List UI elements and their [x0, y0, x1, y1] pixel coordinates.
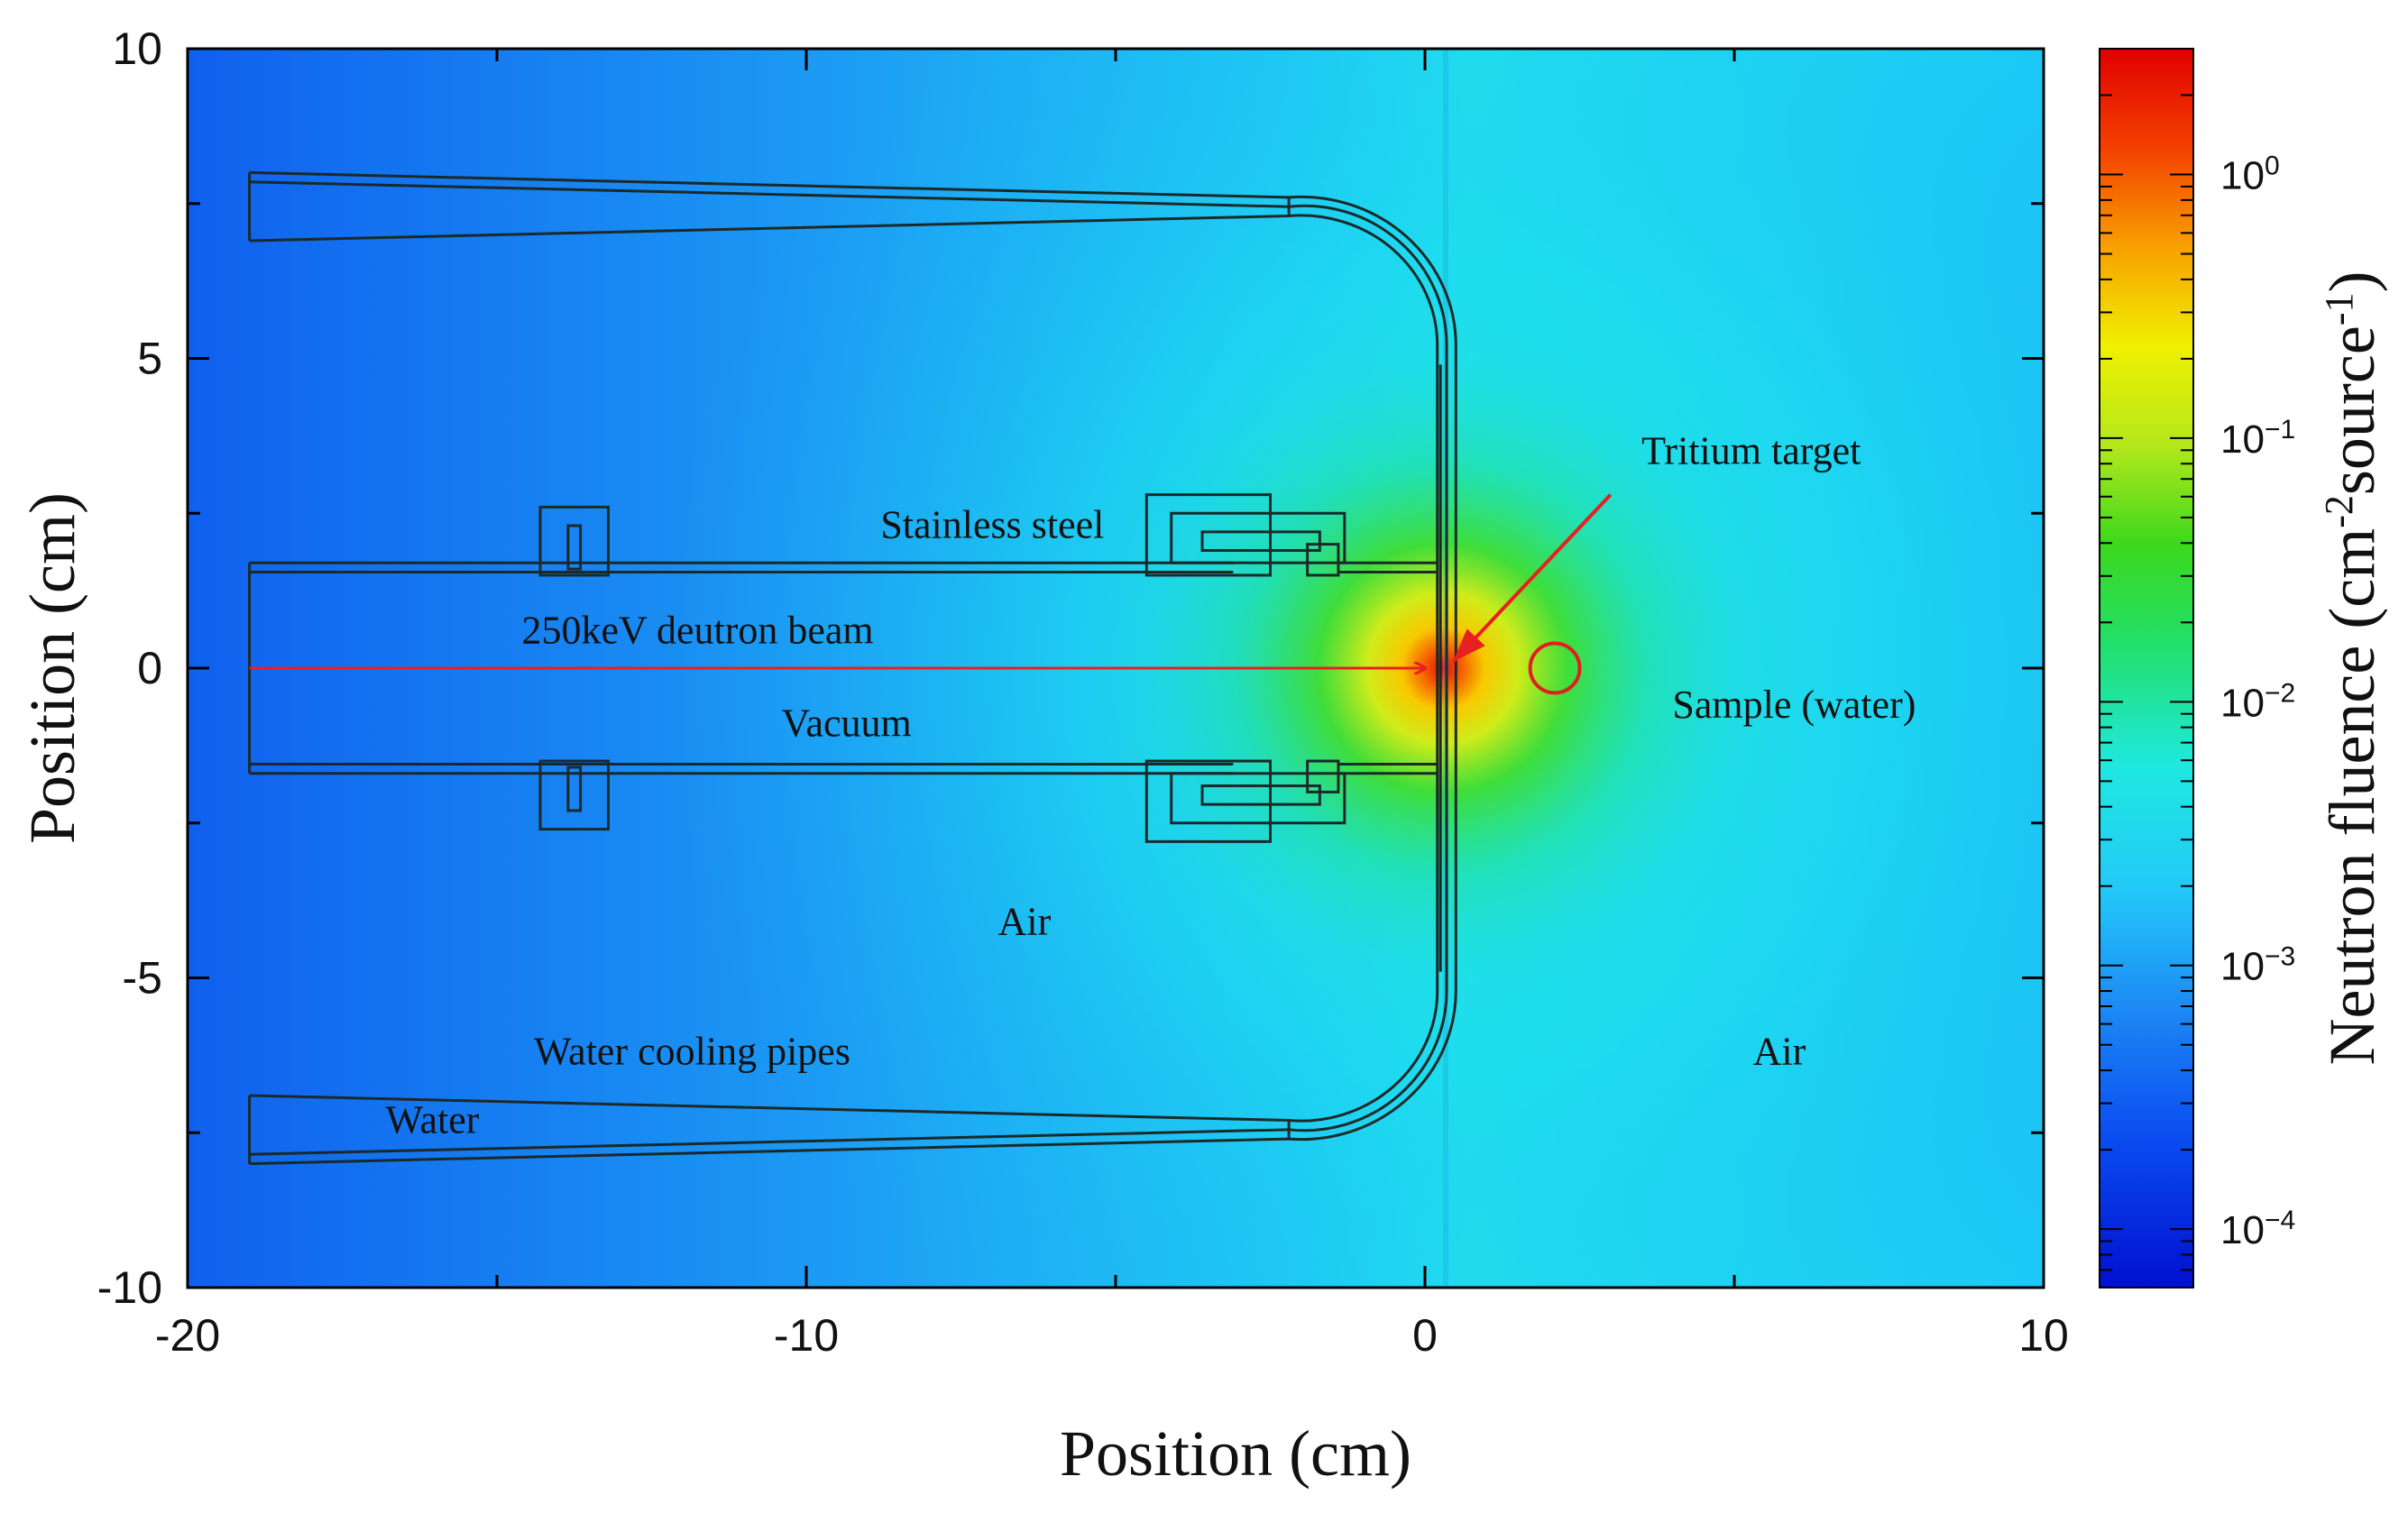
colorbar-tick-label: 10−1 [2220, 414, 2295, 462]
annotation-label: Stainless steel [880, 503, 1104, 547]
colorbar-tick-label: 10−3 [2220, 941, 2295, 989]
target-assembly-geometry [248, 170, 1457, 1166]
holder-outer-bottom [1144, 759, 1273, 843]
colorbar-tick-base: 10 [2220, 681, 2265, 725]
cooling-pipe-inner [249, 214, 1439, 1123]
field-hotspot [1064, 289, 1822, 1047]
annotation-label: Air [998, 899, 1052, 943]
holder-mid-bottom [1170, 772, 1346, 825]
tritium-target-arrowhead [1452, 628, 1485, 663]
colorbar-tick-exp: 0 [2265, 151, 2280, 180]
flange-bottom [538, 759, 610, 831]
x-tick-label: -20 [155, 1310, 220, 1361]
colorbar-title-main: Neutron fluence (cm [2316, 528, 2388, 1066]
x-axis-title: Position (cm) [1060, 1417, 1411, 1490]
beam-tube-bottom-front [1338, 763, 1438, 775]
colorbar-title-sup1: -2 [2317, 495, 2361, 528]
colorbar-tick-label: 10−2 [2220, 678, 2295, 726]
annotation-label: Sample (water) [1672, 683, 1916, 727]
holder-inner-bottom [1200, 784, 1321, 806]
sample-circle [1528, 641, 1582, 695]
colorbar-ramp [2100, 49, 2193, 1288]
colorbar-tick-label: 10−4 [2220, 1206, 2295, 1253]
holder-inner-top [1200, 530, 1321, 552]
cooling-pipe-outer [249, 170, 1457, 1166]
colorbar-ticks [2100, 48, 2193, 1288]
tritium-target-arrow [1451, 493, 1613, 664]
y-tick-label: 0 [137, 643, 162, 693]
annotation-label: Vacuum [782, 701, 912, 746]
colorbar-tick-label: 100 [2220, 151, 2280, 198]
annotation-label: Tritium target [1641, 428, 1861, 472]
x-tick-label: 10 [2018, 1310, 2069, 1361]
y-tick-label: 5 [137, 334, 162, 384]
colorbar-tick-exp: −1 [2265, 414, 2295, 444]
colorbar-title: Neutron fluence (cm-2source-1) [2316, 271, 2388, 1066]
colorbar-tick-base: 10 [2220, 417, 2265, 462]
colorbar-tick-exp: −4 [2265, 1206, 2295, 1235]
flange-bolt-top [566, 524, 583, 571]
colorbar-frame [2099, 48, 2194, 1288]
colorbar-tick-base: 10 [2220, 1208, 2265, 1252]
annotation-label: 250keV deutron beam [521, 609, 873, 653]
plot-area [188, 49, 2044, 1288]
annotation-label: Water [386, 1097, 480, 1142]
y-tick-label: 10 [112, 23, 162, 74]
holder-outer-top [1144, 493, 1273, 577]
y-axis-title: Position (cm) [16, 492, 88, 844]
annotation-label: Air [1753, 1030, 1806, 1074]
cooling-pipe-mid [249, 180, 1448, 1156]
overlays [249, 493, 1613, 695]
holder-ring-top [1306, 543, 1340, 577]
holder-ring-bottom [1306, 759, 1340, 793]
y-tick-label: -5 [123, 953, 162, 1004]
flange-bolt-bottom [566, 766, 583, 812]
colorbar-title-mid: source [2316, 326, 2388, 495]
colorbar-tick-base: 10 [2220, 154, 2265, 198]
colorbar-tick-base: 10 [2220, 945, 2265, 989]
colorbar-title-end: ) [2316, 271, 2388, 293]
x-tick-label: 0 [1412, 1310, 1438, 1361]
x-tick-label: -10 [774, 1310, 839, 1361]
beam-tube-top-front [1338, 561, 1438, 573]
colorbar-tick-exp: −3 [2265, 941, 2295, 971]
flange-top [538, 505, 610, 577]
colorbar-title-sup2: -1 [2317, 293, 2361, 326]
colorbar-tick-exp: −2 [2265, 678, 2295, 708]
y-tick-label: -10 [97, 1262, 162, 1313]
axis-ticks [186, 47, 2045, 1289]
annotation-label: Water cooling pipes [534, 1030, 850, 1074]
holder-mid-top [1170, 511, 1346, 564]
